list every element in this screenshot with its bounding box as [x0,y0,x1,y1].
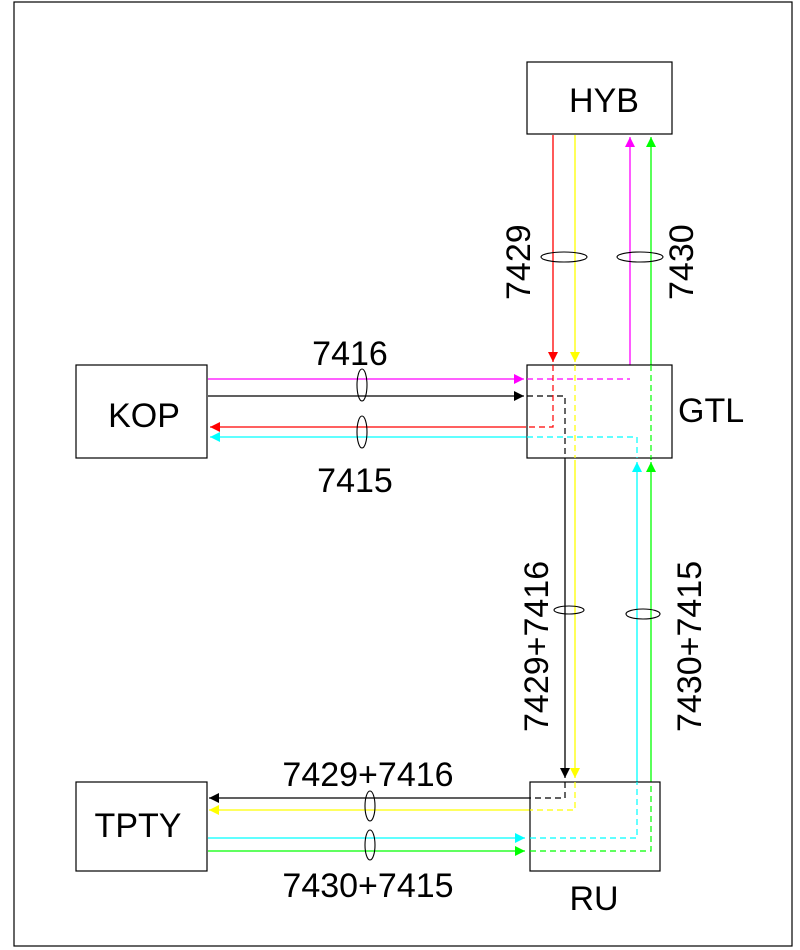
link-label-gtl-right: 7430+7415 [671,561,709,732]
bundle-ellipse [364,790,376,822]
link-label-hyb-left: 7429 [500,224,538,300]
node-label-hyb: HYB [569,82,639,120]
link-kop-gtl [208,368,526,449]
link-label-tpty-bottom: 7430+7415 [282,867,453,905]
red-route [527,365,554,428]
bundle-ellipse [625,608,661,620]
link-gtl-ru [553,460,661,782]
link-label-gtl-left: 7429+7416 [518,561,556,732]
node-label-kop: KOP [108,397,180,435]
link-label-tpty-top: 7429+7416 [282,756,453,794]
link-label-kop-bottom: 7415 [317,462,393,500]
black-route [530,782,566,799]
node-tpty: TPTY [75,781,208,872]
cyan-route [527,436,638,458]
bundle-ellipse [364,829,376,861]
bundle-ellipse [356,415,368,449]
outer-frame [13,1,793,947]
node-label-tpty: TPTY [95,807,182,845]
link-label-hyb-right: 7430 [663,224,701,300]
link-label-kop-top: 7416 [312,335,388,373]
green-route [530,782,652,852]
bundle-ellipse [553,605,585,615]
internal-routing [527,365,652,852]
bundle-ellipse [616,251,664,263]
node-gtl: GTL [526,364,744,459]
node-label-gtl: GTL [678,392,744,430]
node-label-ru: RU [569,880,618,918]
bundle-ellipse [356,368,368,402]
link-ru-tpty [208,790,530,861]
cyan-route [530,782,638,839]
black-route [527,395,566,460]
node-hyb: HYB [526,61,673,135]
node-kop: KOP [75,364,208,459]
bundle-ellipse [540,251,588,263]
node-ru: RU [529,781,661,918]
